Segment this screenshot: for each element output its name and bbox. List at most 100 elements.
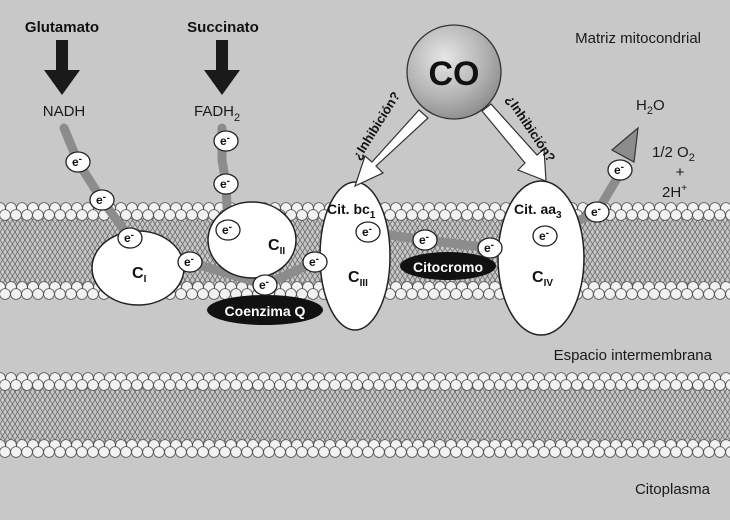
- lipid-head: [648, 446, 660, 458]
- lipid-head: [450, 209, 462, 221]
- lipid-head: [560, 379, 572, 391]
- cytochrome-c: [400, 252, 496, 280]
- lipid-head: [703, 446, 715, 458]
- lipid-head: [208, 379, 220, 391]
- lipid-head: [120, 379, 132, 391]
- electron-label: e-: [614, 162, 624, 177]
- lipid-head: [76, 379, 88, 391]
- lipid-head: [571, 379, 583, 391]
- lipid-head: [197, 379, 209, 391]
- lipid-head: [43, 379, 55, 391]
- cit-bc1-label: Cit. bc1: [327, 201, 376, 221]
- lipid-head: [43, 209, 55, 221]
- lipid-head: [131, 379, 143, 391]
- lipid-head: [98, 379, 110, 391]
- lipid-head: [516, 379, 528, 391]
- lipid-head: [637, 209, 649, 221]
- outer-membrane-bottom-heads: [0, 439, 730, 458]
- lipid-head: [725, 209, 730, 221]
- electron-badge: e-: [213, 130, 239, 152]
- electron-label: e-: [222, 222, 232, 237]
- lipid-head: [395, 288, 407, 300]
- lipid-head: [670, 209, 682, 221]
- lipid-head: [296, 446, 308, 458]
- electron-label: e-: [309, 254, 319, 269]
- co-label: CO: [429, 55, 480, 93]
- lipid-head: [87, 209, 99, 221]
- lipid-head: [659, 446, 671, 458]
- lipid-head: [527, 446, 539, 458]
- lipid-head: [197, 288, 209, 300]
- lipid-head: [373, 379, 385, 391]
- lipid-head: [142, 379, 154, 391]
- lipid-head: [703, 288, 715, 300]
- electrons: e-e-e-e-e-e-e-e-e-e-e-e-e-e-e-: [65, 130, 633, 296]
- lipid-head: [615, 446, 627, 458]
- lipid-head: [692, 446, 704, 458]
- lipid-head: [340, 446, 352, 458]
- lipid-head: [120, 446, 132, 458]
- lipid-head: [175, 288, 187, 300]
- lipid-head: [263, 446, 275, 458]
- lipid-head: [472, 209, 484, 221]
- lipid-head: [626, 288, 638, 300]
- lipid-head: [230, 446, 242, 458]
- electron-badge: e-: [584, 201, 610, 223]
- electron-label: e-: [259, 277, 269, 292]
- succinate-label: Succinato: [187, 19, 259, 36]
- lipid-head: [395, 446, 407, 458]
- coenzyme-q: [207, 295, 323, 325]
- lipid-head: [65, 288, 77, 300]
- lipid-head: [76, 288, 88, 300]
- lipid-head: [362, 379, 374, 391]
- lipid-head: [505, 446, 517, 458]
- lipid-head: [395, 209, 407, 221]
- lipid-head: [615, 379, 627, 391]
- lipid-head: [186, 288, 198, 300]
- lipid-head: [219, 379, 231, 391]
- lipid-head: [648, 209, 660, 221]
- complex-iv-label: CIV: [532, 269, 553, 289]
- lipid-head: [626, 379, 638, 391]
- lipid-head: [428, 446, 440, 458]
- lipid-head: [32, 209, 44, 221]
- lipid-head: [703, 379, 715, 391]
- inhibition-arrow-left-icon: [353, 109, 429, 188]
- lipid-head: [637, 288, 649, 300]
- lipid-head: [714, 379, 726, 391]
- lipid-head: [318, 379, 330, 391]
- cytochrome-c-label: Citocromo: [413, 259, 483, 275]
- lipid-head: [692, 209, 704, 221]
- lipid-head: [461, 288, 473, 300]
- lipid-head: [659, 209, 671, 221]
- lipid-head: [0, 209, 11, 221]
- lipid-head: [714, 288, 726, 300]
- lipid-head: [670, 379, 682, 391]
- electron-label: e-: [591, 204, 601, 219]
- lipid-head: [417, 288, 429, 300]
- region-intermembrane-label: Espacio intermembrana: [554, 347, 713, 364]
- lipid-head: [252, 379, 264, 391]
- lipid-head: [637, 446, 649, 458]
- lipid-head: [670, 446, 682, 458]
- electron-label: e-: [124, 230, 134, 245]
- lipid-head: [351, 379, 363, 391]
- electron-label: e-: [484, 240, 494, 255]
- lipid-head: [494, 446, 506, 458]
- lipid-head: [725, 379, 730, 391]
- oxygen-label: 1/2 O2: [652, 144, 695, 164]
- lipid-head: [483, 209, 495, 221]
- lipid-head: [472, 288, 484, 300]
- outer-membrane: [0, 372, 730, 458]
- lipid-head: [285, 379, 297, 391]
- lipid-head: [142, 446, 154, 458]
- lipid-head: [582, 379, 594, 391]
- lipid-head: [208, 446, 220, 458]
- electron-label: e-: [539, 228, 549, 243]
- lipid-head: [461, 446, 473, 458]
- lipid-head: [439, 379, 451, 391]
- lipid-head: [43, 446, 55, 458]
- lipid-head: [582, 288, 594, 300]
- coenzyme-q-label: Coenzima Q: [225, 303, 306, 319]
